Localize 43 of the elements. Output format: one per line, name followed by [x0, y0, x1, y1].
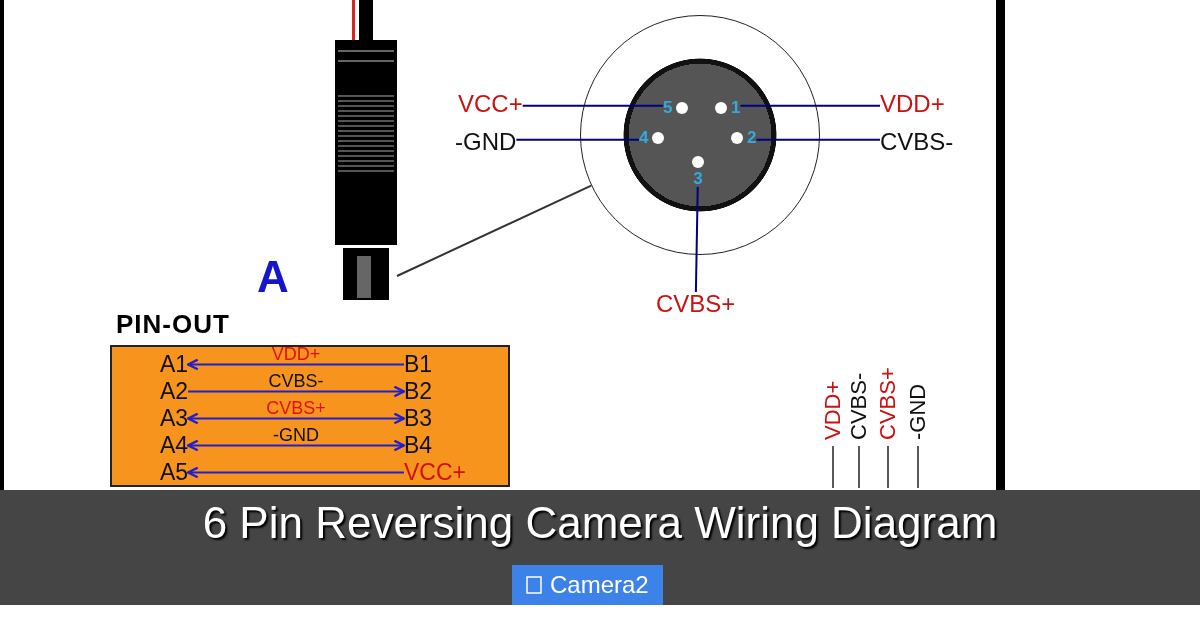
pin-label: A2: [160, 380, 189, 403]
edge-label: VDD+: [271, 343, 321, 364]
pin-label: B2: [404, 380, 433, 403]
pin-number: 3: [692, 156, 704, 187]
pin-label: A5: [160, 461, 189, 484]
pin-label: B4: [404, 434, 433, 457]
pin-label: A3: [160, 407, 189, 430]
leader-line: [396, 184, 593, 277]
wire-label: CVBS+: [877, 367, 899, 440]
signal-label: VCC+: [458, 92, 523, 116]
signal-label: -GND: [455, 130, 517, 154]
leader-line: [694, 186, 699, 293]
heading: PIN-OUT: [116, 311, 230, 337]
leader-line: [521, 104, 664, 107]
leader-line: [515, 138, 640, 141]
pin-label: B3: [404, 407, 433, 430]
wire-label: CVBS-: [848, 372, 870, 440]
wire-label: -GND: [907, 383, 929, 440]
arrow: [186, 412, 406, 425]
signal-label: CVBS+: [656, 292, 736, 316]
letter-label: A: [257, 255, 289, 299]
pin-label: VCC+: [404, 461, 466, 484]
arrow: [187, 385, 406, 398]
pin-number: 2: [731, 129, 757, 146]
edge-label: CVBS-: [268, 370, 324, 391]
pin-label: B1: [404, 353, 433, 376]
edge-label: CVBS+: [266, 397, 326, 418]
leader-line: [755, 138, 881, 141]
arrow: [186, 439, 406, 452]
pin-number: 4: [639, 129, 665, 146]
arrow: [186, 358, 405, 371]
pin-label: A1: [160, 353, 189, 376]
tag-text: Camera2: [550, 571, 649, 599]
pin-number: 5: [663, 99, 689, 116]
signal-label: CVBS-: [880, 130, 954, 154]
signal-label: VDD+: [880, 92, 945, 116]
leader-line: [739, 104, 881, 107]
title: 6 Pin Reversing Camera Wiring Diagram: [202, 498, 998, 547]
wire-label: VDD+: [822, 380, 844, 440]
leader-line: [186, 466, 405, 479]
pin-number: 1: [715, 99, 741, 116]
pin-label: A4: [160, 434, 189, 457]
edge-label: -GND: [273, 424, 320, 445]
